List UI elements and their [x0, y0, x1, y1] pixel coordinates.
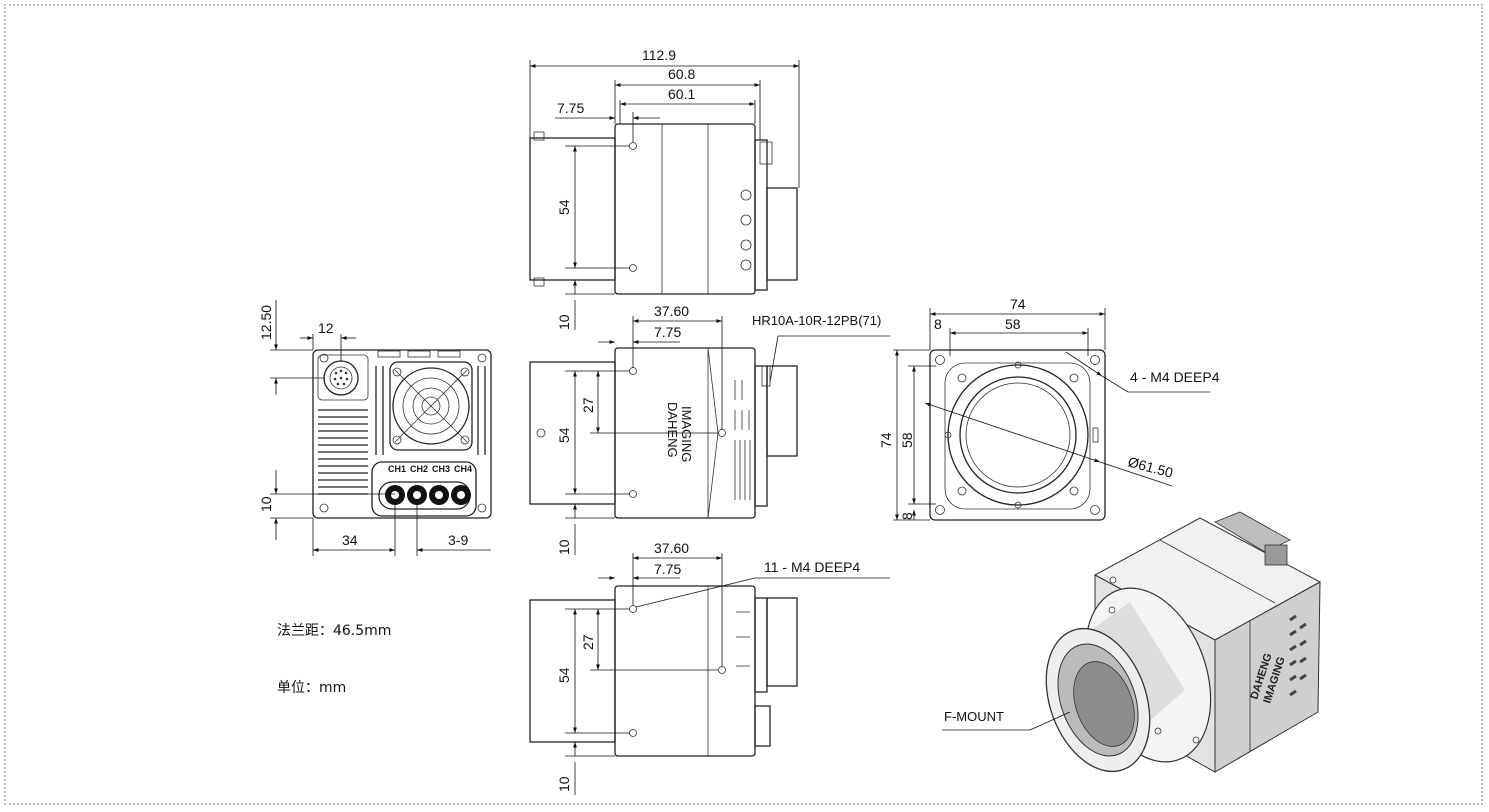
front-dim-height: 74: [878, 432, 894, 448]
top-view: 112.9 60.8 60.1 7.75 54 10: [529, 47, 800, 330]
back-dim-top-offset: 12.50: [258, 305, 274, 340]
mount-callout: F-MOUNT: [944, 709, 1004, 724]
lens-mount-icon: [947, 364, 1089, 506]
back-dim-connector-offset: 12: [318, 320, 334, 336]
bottom-dim-bottom: 10: [556, 776, 572, 792]
channel-label-1: CH1: [388, 464, 406, 474]
side-holes-callout: 11 - M4 DEEP4: [764, 559, 860, 575]
channel-label-4: CH4: [454, 464, 472, 474]
front-holes-callout: 4 - M4 DEEP4: [1130, 369, 1220, 385]
side-dim-half: 27: [580, 397, 596, 413]
bottom-dim-half: 27: [580, 634, 596, 650]
bottom-dim-front-offset: 7.75: [654, 561, 681, 577]
front-dim-hole-pitch: 58: [1005, 316, 1021, 332]
front-dim-edge-offset: 8: [934, 316, 942, 332]
drawing-frame: [4, 4, 1483, 805]
iso-fins: [1289, 614, 1307, 697]
side-dim-height: 54: [556, 427, 572, 443]
front-view: 74 8 58 74 58 8 4 - M4 DEEP4 Ø61.50: [878, 296, 1220, 521]
back-dim-horizontal: 34: [342, 532, 358, 548]
top-dim-front-offset: 7.75: [557, 100, 584, 116]
top-dim-bottom: 10: [556, 314, 572, 330]
bottom-dim-height: 54: [556, 667, 572, 683]
back-dim-bottom-offset: 10: [258, 496, 274, 512]
front-dim-bottom-offset: 8: [899, 512, 915, 520]
side-dim-front-offset: 7.75: [654, 324, 681, 340]
connector-callout: HR10A-10R-12PB(71): [752, 313, 881, 328]
side-view-fins: [734, 380, 751, 500]
top-view-connector-screws: [740, 189, 752, 271]
top-dim-overall: 112.9: [642, 47, 676, 63]
isometric-view: DAHENG IMAGING F-MOUNT: [942, 511, 1322, 773]
diameter-callout: Ø61.50: [1126, 453, 1175, 480]
bottom-view: 11 - M4 DEEP4 37.60 7.75 27 54 10: [529, 540, 890, 795]
front-dim-vertical-pitch: 58: [899, 432, 915, 448]
channel-label-2: CH2: [410, 464, 428, 474]
unit-note: 单位：mm: [277, 680, 347, 696]
back-view: CH1 CH2 CH3 CH4 12.50 12 10 34 3-9: [258, 300, 492, 556]
fan-icon: [392, 367, 470, 445]
top-dim-body: 60.1: [668, 86, 695, 102]
back-fins-left: [318, 409, 368, 495]
top-dim-body-plus: 60.8: [668, 66, 695, 82]
flange-distance-note: 法兰距：46.5mm: [277, 623, 392, 639]
channel-label-3: CH3: [432, 464, 450, 474]
side-dim-bottom: 10: [556, 539, 572, 555]
bottom-dim-hole-x: 37.60: [654, 540, 689, 556]
channel-port-icons: [385, 485, 471, 505]
top-dim-height: 54: [556, 199, 572, 215]
side-view: DAHENG IMAGING HR10A-10R-12PB(71) 37.60 …: [529, 303, 890, 555]
side-brand-line2: IMAGING: [679, 406, 694, 462]
side-brand-line1: DAHENG: [665, 402, 680, 458]
front-dim-width: 74: [1010, 296, 1026, 312]
back-dim-range: 3-9: [448, 532, 468, 548]
back-fins-center: [375, 350, 486, 455]
side-dim-hole-x: 37.60: [654, 303, 689, 319]
